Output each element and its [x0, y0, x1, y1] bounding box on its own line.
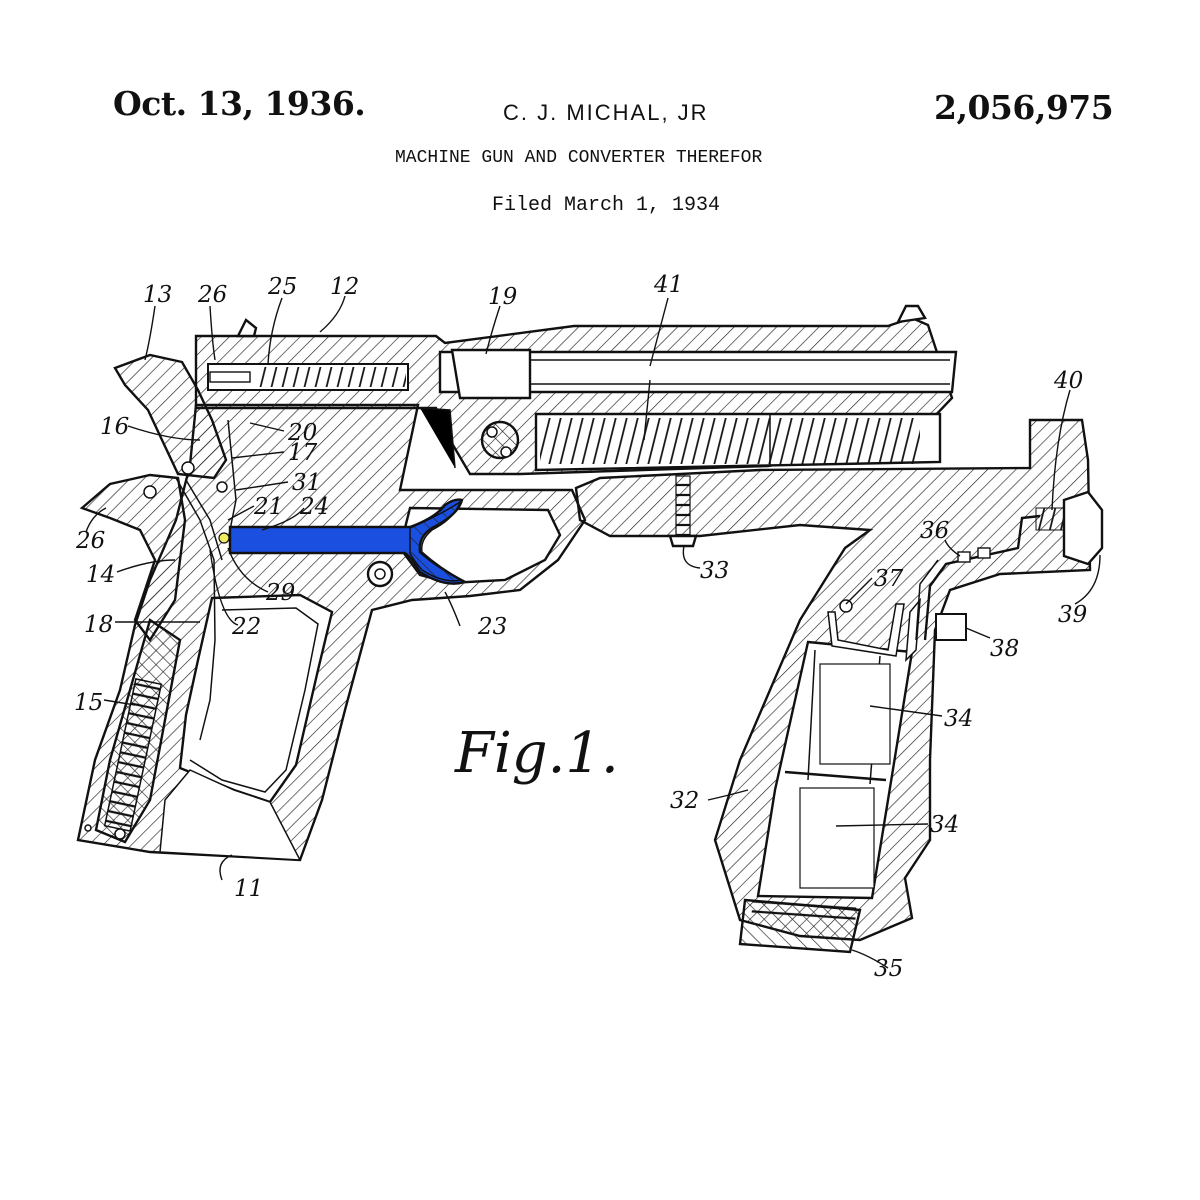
ref-23: 23	[477, 614, 507, 640]
filing-date: Filed March 1, 1934	[492, 194, 721, 217]
ref-16: 16	[100, 414, 129, 440]
patent-title: MACHINE GUN AND CONVERTER THEREFOR	[395, 148, 763, 168]
hammer	[113, 353, 228, 493]
ref-11: 11	[234, 876, 263, 902]
ref-31: 31	[292, 470, 321, 496]
ref-13: 13	[143, 282, 172, 308]
patent-date: Oct. 13, 1936.	[113, 84, 366, 123]
ref-37: 37	[874, 566, 904, 592]
ref-39: 39	[1058, 602, 1087, 628]
ref-24: 24	[299, 494, 329, 520]
mainspring-housing	[84, 618, 182, 844]
ref-20: 20	[287, 420, 317, 446]
ref-18: 18	[84, 612, 113, 638]
grip-safety	[79, 473, 187, 643]
ref-15: 15	[74, 690, 103, 716]
ref-38: 38	[990, 636, 1019, 662]
inventor-name: C. J. MICHAL, JR	[503, 100, 709, 125]
ref-14: 14	[86, 562, 115, 588]
ref-34-lower: 34	[930, 812, 959, 838]
ref-36: 36	[920, 518, 949, 544]
figure-caption: Fig.1.	[454, 721, 619, 786]
ref-32: 32	[670, 788, 699, 814]
ref-40: 40	[1053, 368, 1083, 394]
ref-26-left: 26	[75, 528, 105, 554]
ref-21: 21	[253, 494, 283, 520]
ref-12: 12	[330, 274, 359, 300]
ref-25: 25	[267, 274, 297, 300]
ref-35: 35	[874, 956, 903, 982]
ref-17: 17	[288, 440, 318, 466]
reference-numerals: 11 12 13 14 15 16 17 18 19 20 21 22 23 2…	[74, 272, 1087, 982]
ref-26-top: 26	[197, 282, 227, 308]
slide	[194, 304, 958, 476]
ref-33: 33	[700, 558, 729, 584]
converter-stock	[574, 418, 1104, 954]
ref-29: 29	[265, 580, 295, 606]
ref-22: 22	[231, 614, 261, 640]
leader-lines	[85, 295, 1101, 969]
ref-41: 41	[653, 272, 683, 298]
ref-19: 19	[488, 284, 517, 310]
patent-number: 2,056,975	[934, 88, 1114, 127]
trip-bar-highlight	[218, 498, 469, 585]
ref-34-upper: 34	[944, 706, 973, 732]
